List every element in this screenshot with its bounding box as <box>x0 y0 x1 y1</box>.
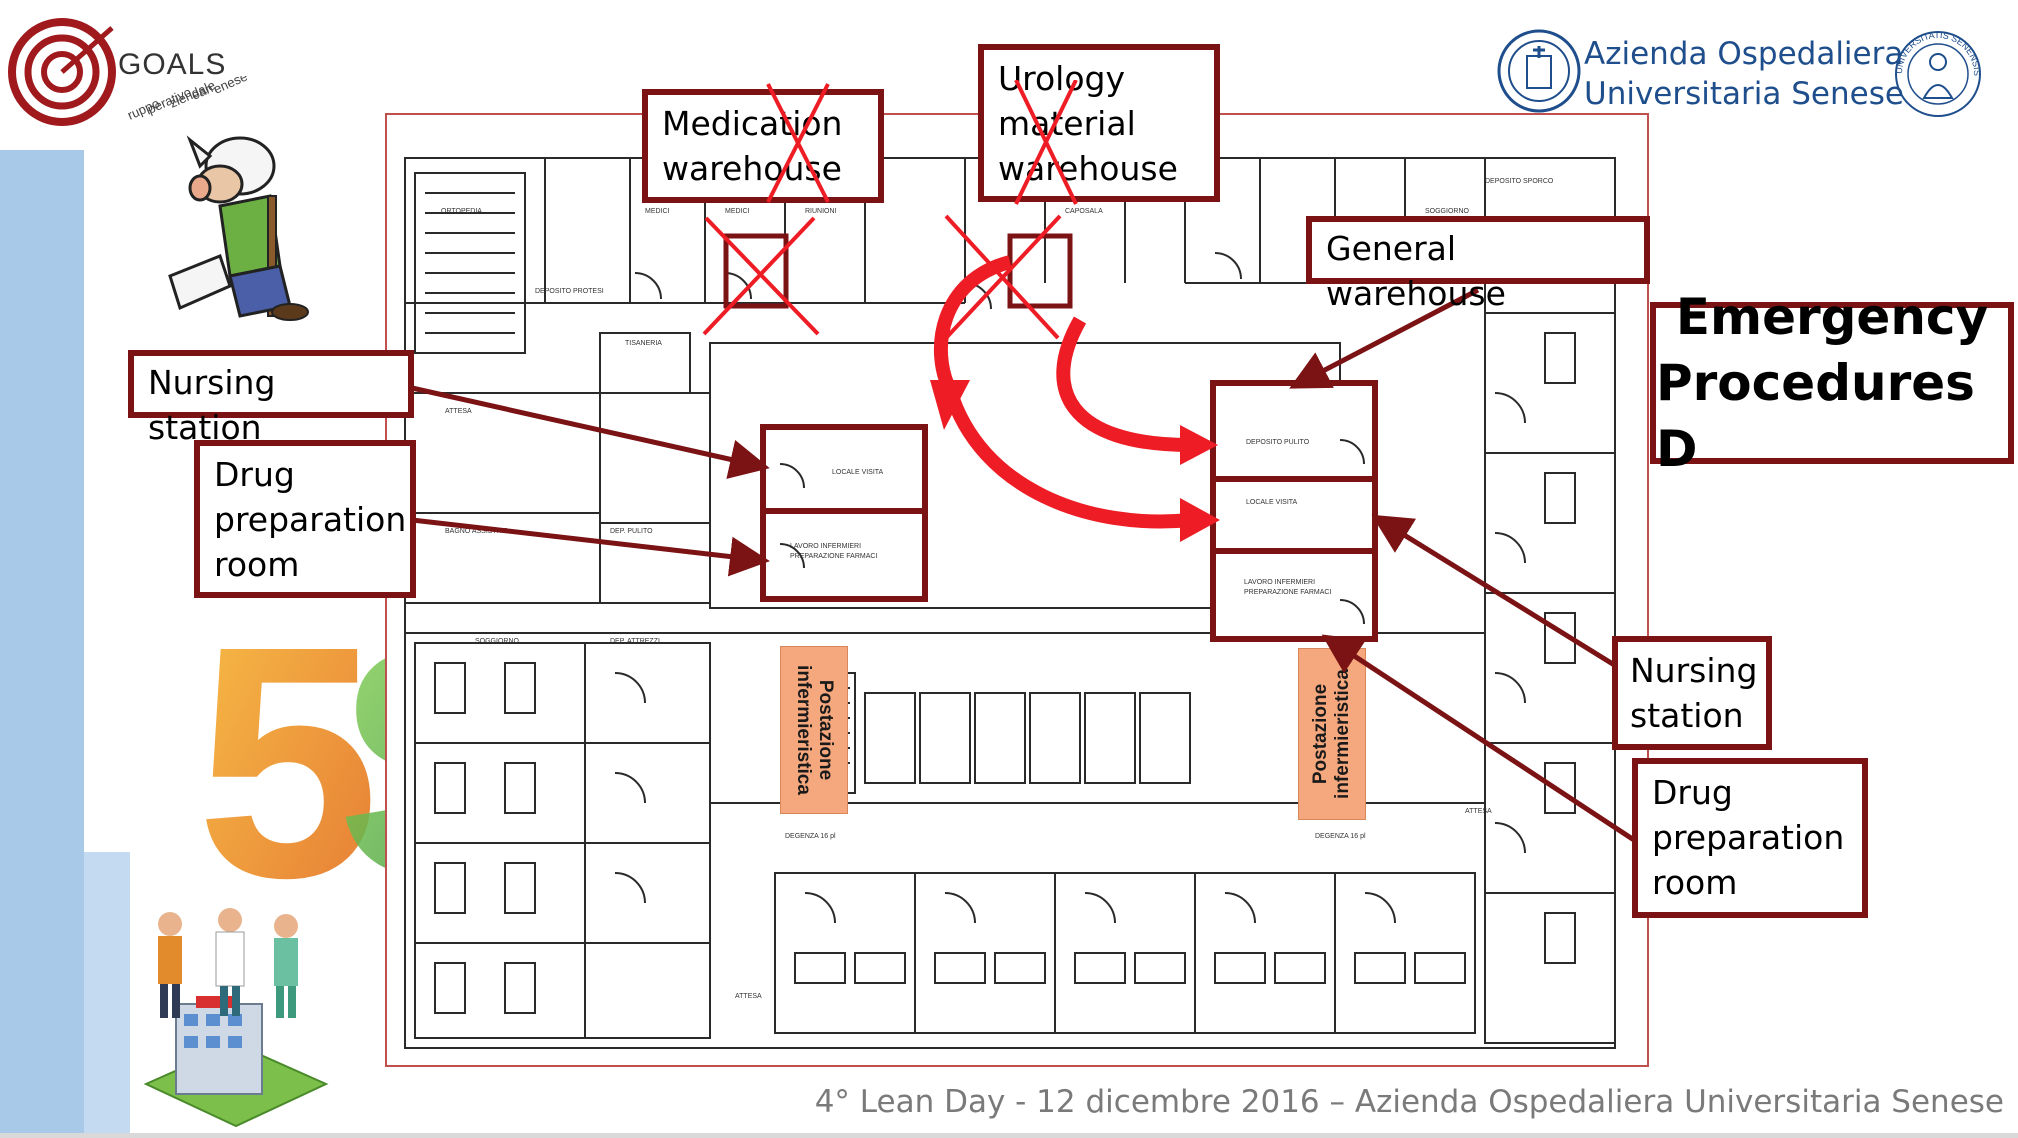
goals-logo-text: GOALS <box>118 48 227 81</box>
svg-text:ATTESA: ATTESA <box>1465 808 1492 815</box>
svg-text:LOCALE VISITA: LOCALE VISITA <box>1246 499 1298 506</box>
svg-text:LOCALE VISITA: LOCALE VISITA <box>832 469 884 476</box>
svg-text:DEGENZA 16 pl: DEGENZA 16 pl <box>1315 833 1366 840</box>
azienda-line2: Universitaria Senese <box>1584 76 1904 112</box>
svg-text:PREPARAZIONE FARMACI: PREPARAZIONE FARMACI <box>1244 589 1331 596</box>
svg-text:DEP. ATTREZZI: DEP. ATTREZZI <box>610 638 660 645</box>
svg-text:ATTESA: ATTESA <box>445 408 472 415</box>
svg-text:DEPOSITO PROTESI: DEPOSITO PROTESI <box>535 288 604 295</box>
goals-logo-subtext: ruppo perativo ziendale ean enese <box>125 76 249 123</box>
callout-urology-warehouse: Urology material warehouse <box>978 44 1220 202</box>
svg-text:TISANERIA: TISANERIA <box>625 340 662 347</box>
svg-text:BAGNO ASSISTITO: BAGNO ASSISTITO <box>445 528 509 535</box>
callout-drug-prep-left: Drug preparation room <box>194 440 416 598</box>
svg-text:PREPARAZIONE FARMACI: PREPARAZIONE FARMACI <box>790 553 877 560</box>
svg-text:MEDICI: MEDICI <box>645 208 670 215</box>
removed-storage-markers <box>702 214 1073 340</box>
svg-text:SOGGIORNO: SOGGIORNO <box>1425 208 1470 215</box>
callout-nursing-station-left: Nursing station <box>128 350 414 447</box>
callout-drug-prep-right: Drug preparation room <box>1632 758 1868 918</box>
callout-nursing-station-right: Nursing station <box>1612 636 1772 750</box>
left-accent-bar-light <box>84 852 130 1138</box>
floor-plan-drawing: ORTOPEDIA MEDICI MEDICI RIUNIONI CAPOSAL… <box>404 157 1616 1049</box>
slide-title: Emergency Procedures D <box>1650 288 2014 478</box>
svg-text:MEDICI: MEDICI <box>725 208 750 215</box>
relocation-arrows <box>930 255 1220 542</box>
injured-patient-illustration <box>168 135 309 321</box>
hospital-staff-illustration <box>143 908 329 1128</box>
slide-title-line1: Emergency <box>1675 288 1989 346</box>
svg-text:DEGENZA 16 pl: DEGENZA 16 pl <box>785 833 836 840</box>
footer-divider <box>0 1133 2018 1138</box>
nursing-station-label-left: Postazione infermieristica <box>780 646 848 814</box>
target-icon <box>8 18 116 126</box>
svg-text:SOGGIORNO: SOGGIORNO <box>475 638 520 645</box>
callout-general-warehouse: General warehouse <box>1306 216 1650 313</box>
svg-text:LAVORO INFERMIERI: LAVORO INFERMIERI <box>1244 579 1315 586</box>
right-room-highlights: DEPOSITO PULITO LOCALE VISITA LAVORO INF… <box>1210 380 1378 642</box>
svg-text:DEP. PULITO: DEP. PULITO <box>610 528 653 535</box>
svg-text:5: 5 <box>196 614 380 898</box>
svg-text:ORTOPEDIA: ORTOPEDIA <box>441 208 482 215</box>
university-seal-icon: UNIVERSITATIS SENENSIS MCCXXXX <box>1888 28 1982 117</box>
svg-text:RIUNIONI: RIUNIONI <box>805 208 837 215</box>
nursing-station-label-right: Postazione infermieristica <box>1298 648 1366 820</box>
crossed-out-marks <box>766 80 1078 205</box>
slide-footer: 4° Lean Day - 12 dicembre 2016 – Azienda… <box>814 1084 2004 1120</box>
svg-text:DEPOSITO PULITO: DEPOSITO PULITO <box>1246 439 1310 446</box>
slide-title-line2: Procedures D <box>1656 354 1975 478</box>
svg-text:DEPOSITO SPORCO: DEPOSITO SPORCO <box>1485 178 1554 185</box>
svg-text:ATTESA: ATTESA <box>735 993 762 1000</box>
azienda-title: Azienda Ospedaliera Universitaria Senese <box>1584 34 1904 114</box>
svg-text:LAVORO INFERMIERI: LAVORO INFERMIERI <box>790 543 861 550</box>
svg-text:CAPOSALA: CAPOSALA <box>1065 208 1103 215</box>
left-accent-bar <box>0 150 84 1138</box>
azienda-line1: Azienda Ospedaliera <box>1584 36 1904 72</box>
azienda-logo-icon <box>1497 29 1581 113</box>
